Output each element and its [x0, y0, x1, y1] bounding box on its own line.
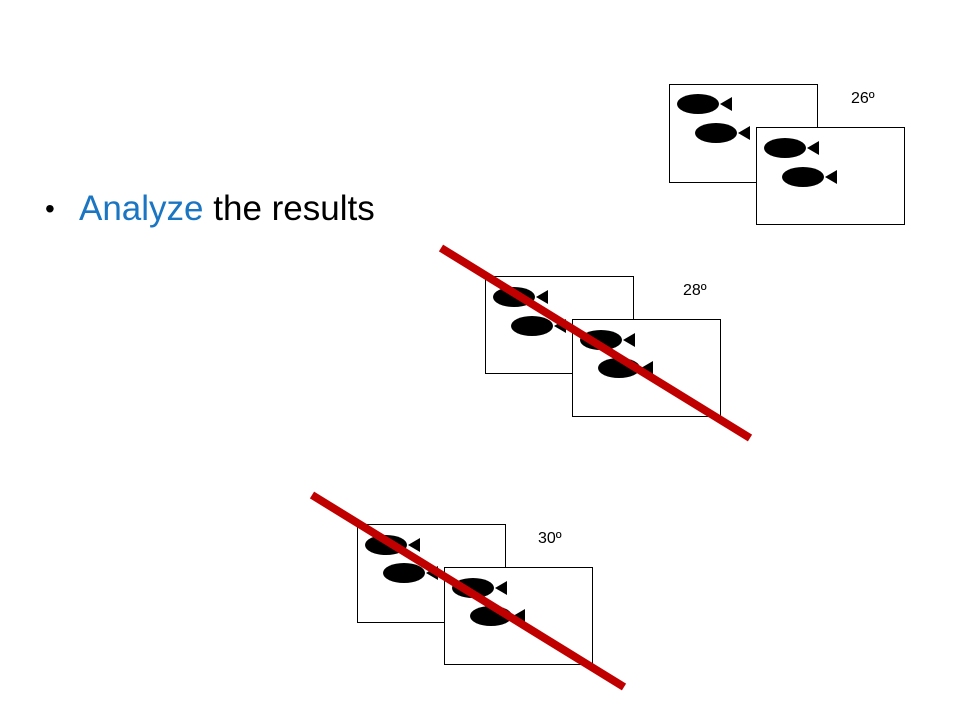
experiment-group-28 [438, 244, 753, 442]
fish-icon [764, 138, 819, 158]
tank-front [756, 127, 905, 225]
cross-out-line [309, 491, 627, 691]
bullet-rest-text: the results [203, 189, 375, 228]
fish-icon [782, 167, 837, 187]
fish-icon [695, 123, 750, 143]
experiment-group-26 [669, 84, 905, 225]
cross-out-line [438, 244, 753, 442]
bullet-accent-word: Analyze [79, 189, 204, 228]
temperature-label-26: 26º [851, 90, 875, 107]
experiment-group-30 [309, 491, 627, 691]
bullet-marker: • [45, 193, 55, 224]
temperature-label-30: 30º [538, 530, 562, 547]
temperature-label-28: 28º [683, 282, 707, 299]
bullet-item: • Analyze the results [45, 184, 375, 234]
fish-icon [580, 330, 635, 350]
fish-icon [677, 94, 732, 114]
